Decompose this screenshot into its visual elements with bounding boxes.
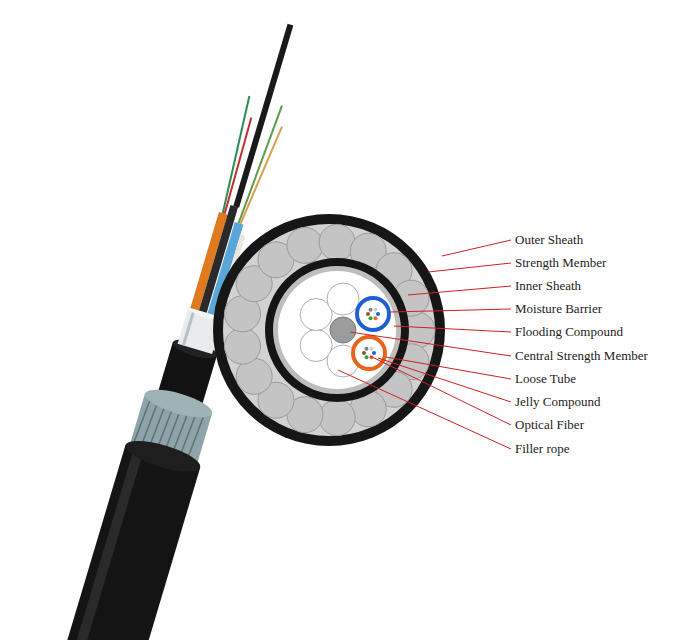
- cross-section: [213, 214, 445, 446]
- moisture-barrier-label: Moisture Barrier: [515, 301, 602, 317]
- central-strength-member-label: Central Strength Member: [515, 348, 648, 364]
- inner-sheath-label: Inner Sheath: [515, 278, 581, 294]
- loose-tube-label: Loose Tube: [515, 371, 576, 387]
- leader-lines: [338, 240, 511, 449]
- outer-sheath-label: Outer Sheath: [515, 232, 583, 248]
- flooding-compound-label: Flooding Compound: [515, 324, 623, 340]
- filler-rope-label: Filler rope: [515, 441, 570, 457]
- optical-fiber-label: Optical Fiber: [515, 417, 584, 433]
- jelly-compound-label: Jelly Compound: [515, 394, 601, 410]
- strength-member-label: Strength Member: [515, 255, 606, 271]
